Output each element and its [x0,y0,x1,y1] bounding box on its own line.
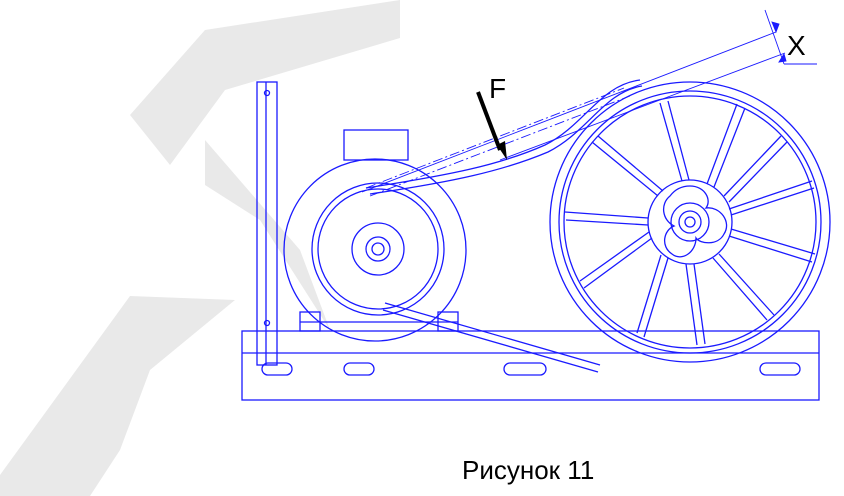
motor-pulley-outer [311,182,445,316]
vertical-bracket [256,81,278,366]
measurement-lines [361,9,817,197]
motor-housing [283,158,467,342]
electric-motor [283,129,467,342]
base-slot [503,362,547,376]
base-slot [343,362,375,376]
force-arrow [476,91,507,160]
v-belt [365,79,643,373]
terminal-box [343,129,409,161]
force-label: F [489,73,506,104]
spokes [564,100,816,346]
deflection-label: X [787,30,806,61]
base-slot [759,362,801,376]
base-plate [241,330,820,401]
flywheel-pulley [549,81,831,363]
figure-caption: Рисунок 11 [462,455,594,485]
drive-drawing [241,9,831,401]
watermark-logo [0,0,400,496]
